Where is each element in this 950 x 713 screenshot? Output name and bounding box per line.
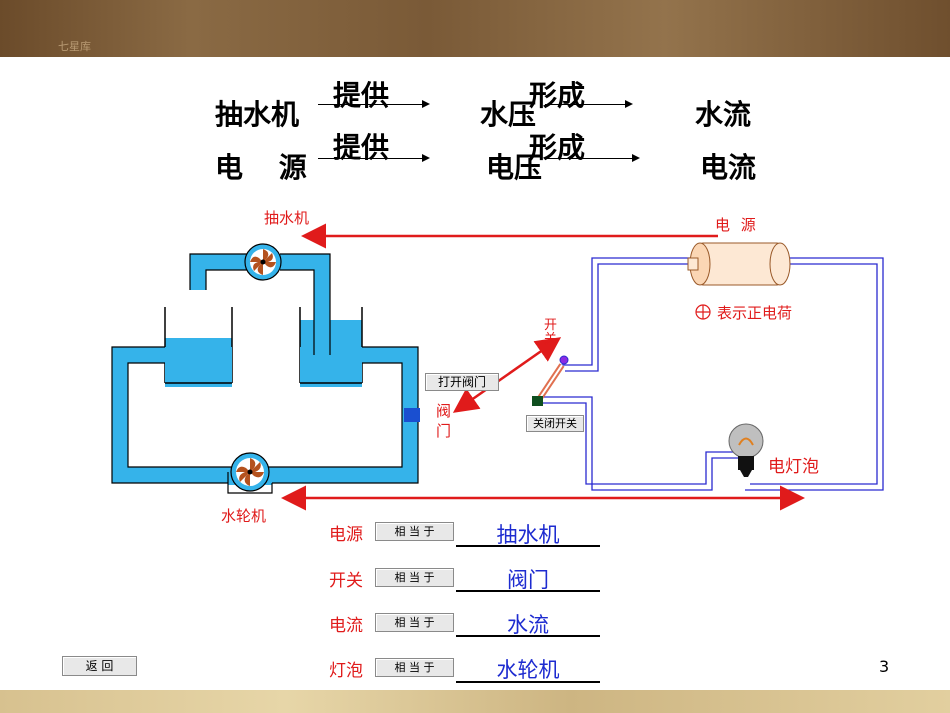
circuit-wires (540, 257, 884, 491)
analogy-verb-provide-1: 提供 (333, 79, 390, 112)
arrow-line (318, 158, 423, 159)
row-answer-water-flow: 水流 (507, 613, 549, 637)
water-pipes (111, 253, 420, 484)
open-valve-button[interactable]: 打开阀门 (425, 373, 499, 391)
arrow-head-icon (422, 154, 430, 162)
positive-charge-icon (695, 304, 711, 320)
arrow-line (545, 104, 626, 105)
answer-underline (456, 681, 600, 683)
arrow-line (318, 104, 423, 105)
equals-button[interactable]: 相 当 于 (375, 658, 454, 677)
label-power-source: 电 源 (715, 216, 756, 234)
top-banner: 七星库 (0, 0, 950, 57)
switch-icon (532, 355, 569, 406)
pump-icon (244, 243, 282, 281)
turbine-icon (227, 452, 273, 494)
analogy-pump: 抽水机 (215, 98, 300, 131)
close-switch-button[interactable]: 关闭开关 (526, 415, 584, 432)
analogy-water-flow: 水流 (695, 98, 752, 131)
arrow-head-icon (422, 100, 430, 108)
answer-underline (456, 635, 600, 637)
analogy-arrows (281, 223, 805, 511)
label-bulb: 电灯泡 (768, 457, 819, 477)
logo-text: 七星库 (58, 40, 91, 53)
analogy-power-source: 电 源 (215, 151, 307, 184)
row-term-power-source: 电源 (329, 525, 363, 545)
equals-button[interactable]: 相 当 于 (375, 613, 454, 632)
page-number: 3 (879, 657, 890, 676)
row-answer-turbine: 水轮机 (496, 658, 560, 682)
arrow-head-icon (625, 100, 633, 108)
label-positive-charge: 表示正电荷 (717, 304, 793, 322)
bulb-icon (728, 423, 764, 477)
answer-underline (456, 590, 600, 592)
row-answer-pump: 抽水机 (496, 523, 560, 547)
bottom-banner (0, 690, 950, 713)
row-term-bulb: 灯泡 (329, 661, 363, 681)
analogy-verb-form-1: 形成 (529, 79, 586, 112)
analogy-voltage: 电压 (486, 151, 543, 184)
equals-button[interactable]: 相 当 于 (375, 568, 454, 587)
back-button[interactable]: 返 回 (62, 656, 137, 676)
answer-underline (456, 545, 600, 547)
label-valve: 阀门 (436, 402, 452, 440)
row-term-current: 电流 (329, 616, 363, 636)
battery-icon (687, 242, 791, 286)
label-pump: 抽水机 (264, 209, 310, 227)
row-answer-valve: 阀门 (507, 568, 549, 592)
label-turbine: 水轮机 (221, 507, 267, 525)
label-switch: 开关 (544, 318, 558, 347)
arrow-line (545, 158, 633, 159)
equals-button[interactable]: 相 当 于 (375, 522, 454, 541)
analogy-current: 电流 (700, 151, 757, 184)
arrow-head-icon (632, 154, 640, 162)
row-term-switch: 开关 (329, 571, 363, 591)
analogy-water-pressure: 水压 (480, 98, 537, 131)
